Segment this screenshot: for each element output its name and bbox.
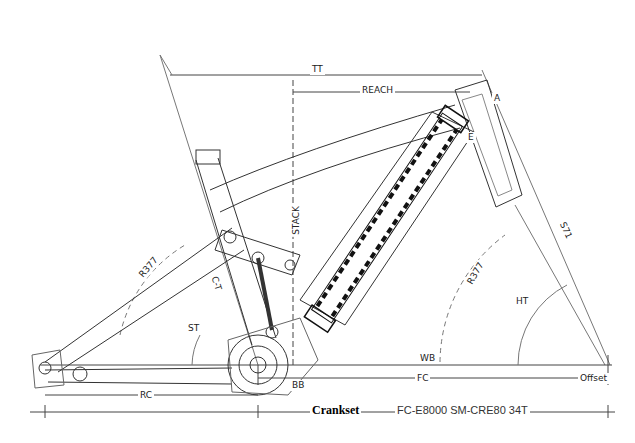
dimension-label: FC	[415, 373, 430, 384]
dimension-label: A	[492, 93, 502, 104]
dimension-label: STACK	[291, 204, 302, 237]
part-title: Crankset	[310, 403, 361, 417]
dimension-label: RC	[138, 390, 154, 401]
radius-label: R377	[136, 253, 162, 281]
part-spec: FC-E8000 SM-CRE80 34T	[395, 404, 530, 417]
dimension-label: E	[466, 132, 476, 143]
dimension-label: C-T	[208, 273, 224, 294]
dimension-label: BB	[290, 380, 306, 391]
dimension-label: REACH	[360, 85, 395, 96]
angle-label: ST	[186, 323, 201, 334]
dimension-label: S71	[556, 219, 575, 243]
dimension-label: WB	[418, 353, 437, 364]
dimension-label: Offset	[578, 373, 609, 384]
angle-label: HT	[514, 296, 530, 307]
dimension-label: TT	[310, 64, 325, 75]
